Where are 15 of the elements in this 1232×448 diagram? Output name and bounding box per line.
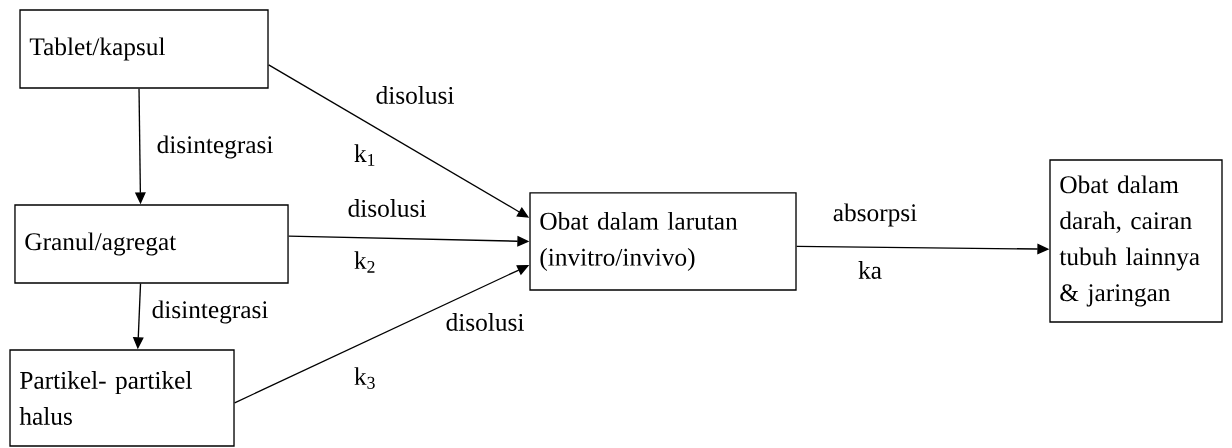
edge-label: disolusi — [446, 313, 524, 331]
rate-constant: ka — [858, 261, 882, 279]
process-box: Obat dalam larutan (invitro/invivo) — [529, 192, 797, 291]
process-box: Obat dalam darah, cairan tubuh lainnya & jaringan — [1049, 159, 1223, 323]
edge-label: disintegrasi — [157, 135, 273, 159]
edge-label: disolusi — [376, 86, 454, 104]
process-box: Tablet/kapsul — [19, 9, 269, 89]
process-box: Partikel- partikel halus — [9, 349, 235, 447]
rate-constant: k$_{2}$ — [354, 251, 375, 273]
rate-constant: k$_{1}$ — [354, 144, 375, 166]
edge-label: disintegrasi — [152, 300, 268, 324]
edge-label: absorpsi — [833, 203, 917, 227]
process-box: Granul/agregat — [14, 204, 289, 284]
rate-constant: k$_{3}$ — [354, 367, 375, 389]
edge-label: disolusi — [348, 199, 426, 217]
